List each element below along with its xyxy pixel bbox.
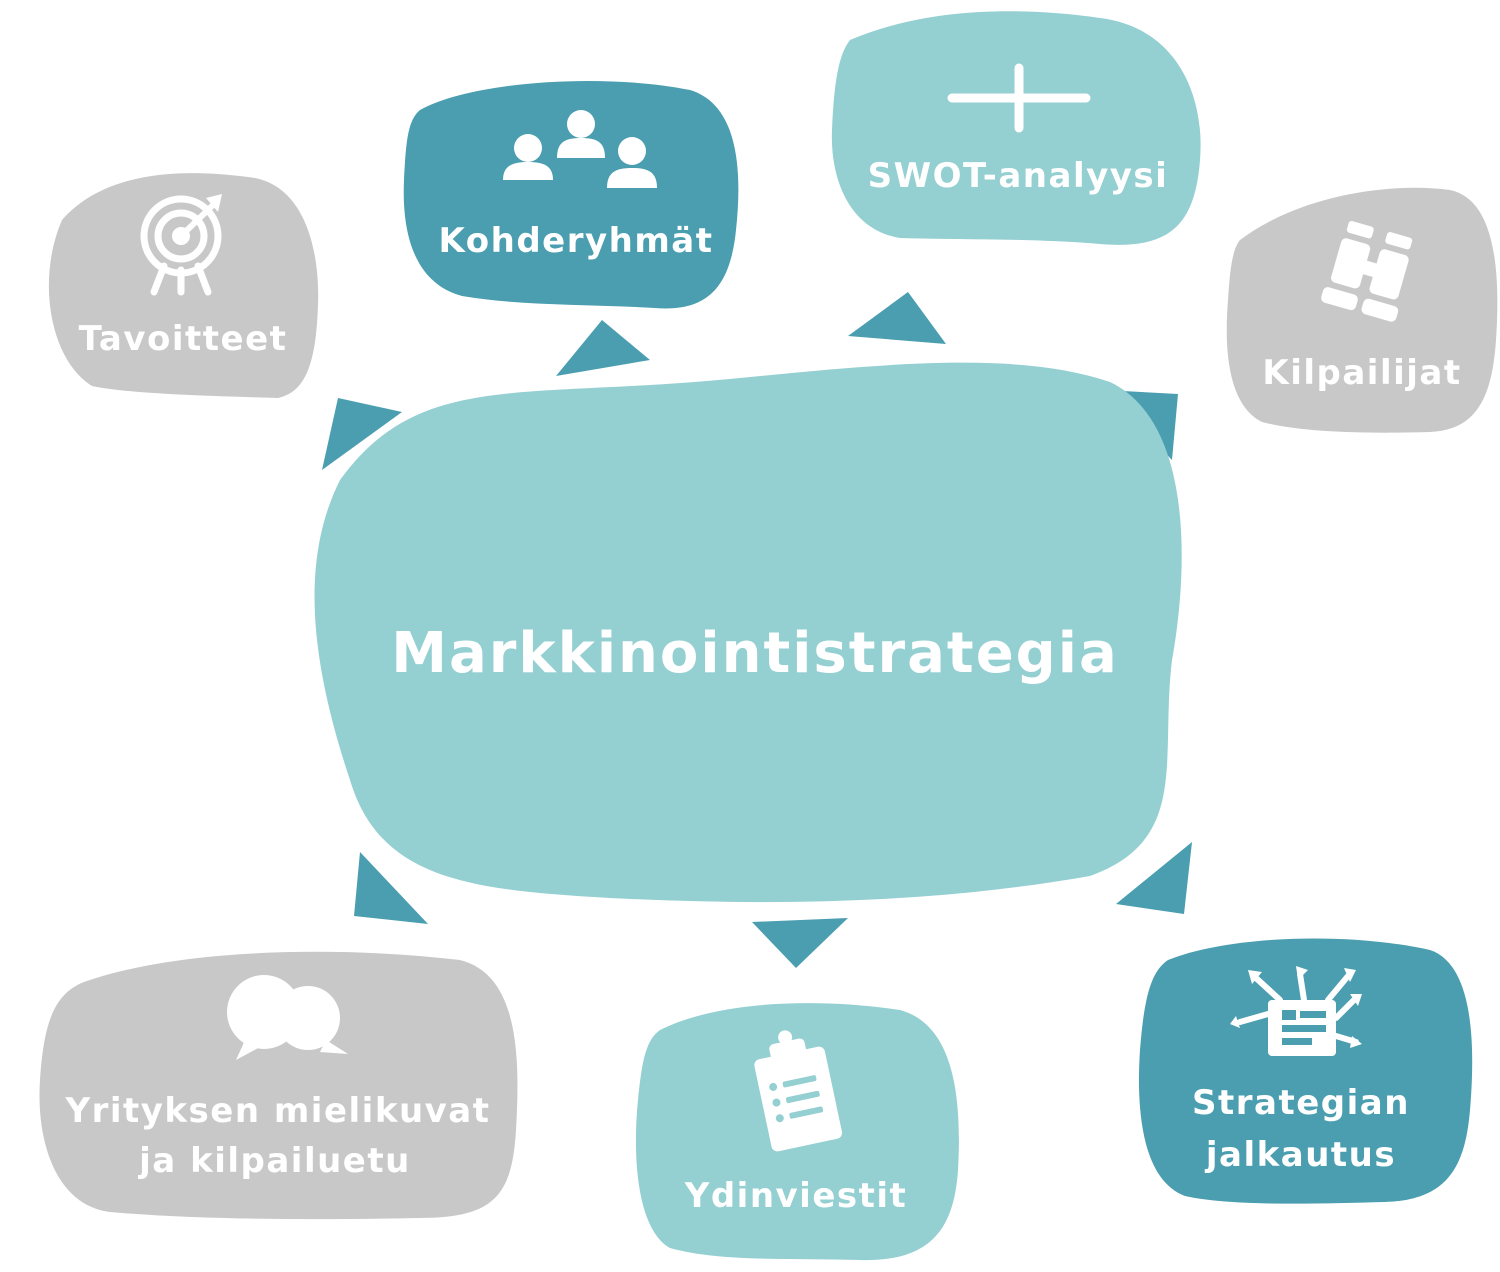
center-title: Markkinointistrategia bbox=[391, 621, 1119, 686]
strategian-label-line1: Strategian bbox=[1192, 1083, 1410, 1123]
swot-label: SWOT-analyysi bbox=[868, 156, 1169, 196]
arrow-to-tavoitteet bbox=[322, 398, 402, 470]
arrow-to-swot bbox=[848, 292, 946, 344]
tavoitteet-label: Tavoitteet bbox=[79, 319, 288, 359]
kilpailijat-label: Kilpailijat bbox=[1262, 353, 1461, 393]
kohderyhmat-blob bbox=[403, 80, 739, 309]
yrityksen-label-line1: Yrityksen mielikuvat bbox=[64, 1091, 490, 1131]
arrow-to-yrityksen bbox=[354, 852, 428, 924]
center-blob bbox=[314, 362, 1182, 903]
distribution-arrows-icon bbox=[1230, 966, 1362, 1056]
clipboard-icon bbox=[754, 1030, 843, 1152]
arrow-to-strategian bbox=[1116, 842, 1192, 914]
yrityksen-label-line2: ja kilpailuetu bbox=[137, 1141, 411, 1181]
yrityksen-blob bbox=[39, 951, 518, 1220]
ydinviestit-label: Ydinviestit bbox=[684, 1176, 908, 1216]
target-icon bbox=[140, 194, 222, 296]
kohderyhmat-label: Kohderyhmät bbox=[439, 221, 714, 261]
arrow-to-ydinviestit bbox=[752, 918, 848, 968]
binoculars-icon bbox=[1321, 221, 1413, 322]
strategian-label-line2: jalkautus bbox=[1204, 1135, 1396, 1175]
speech-bubbles-icon bbox=[227, 975, 348, 1060]
group-icon bbox=[503, 110, 657, 188]
arrow-to-kohderyhmat bbox=[556, 320, 650, 376]
quadrant-cross-icon bbox=[947, 63, 1091, 133]
strategian-blob bbox=[1138, 938, 1473, 1204]
